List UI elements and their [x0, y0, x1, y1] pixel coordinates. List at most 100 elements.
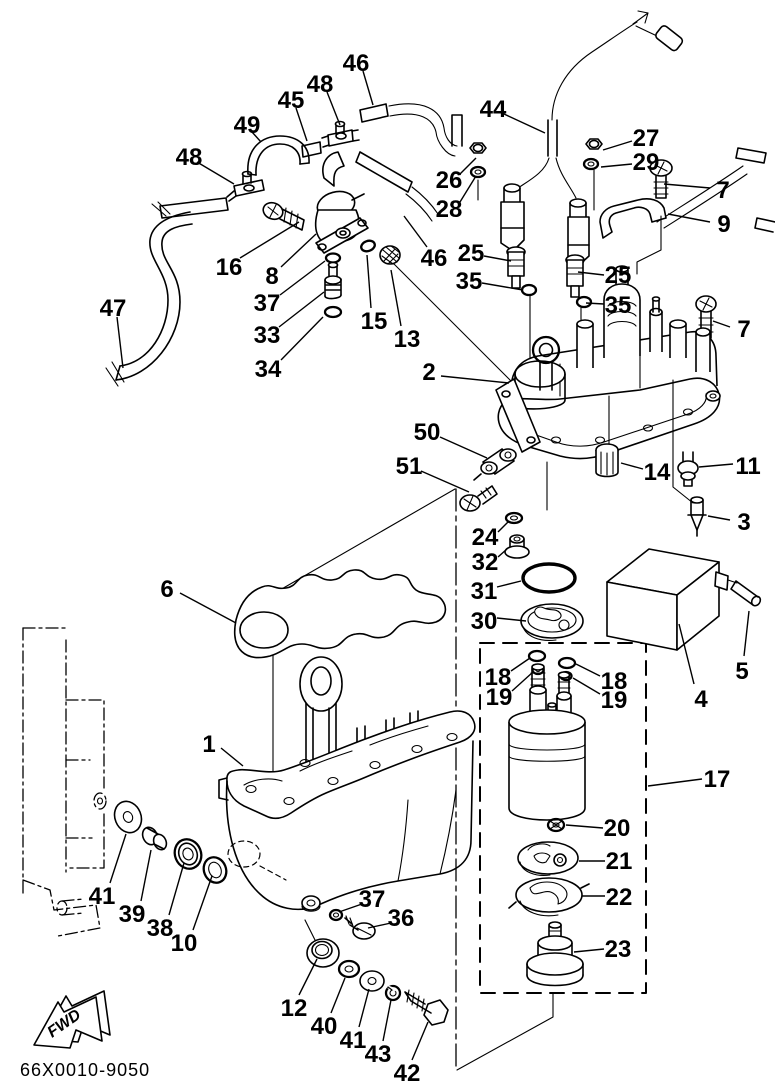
leader-line-24	[497, 520, 510, 533]
tube-45	[301, 141, 322, 158]
part-number-14: 14	[644, 459, 671, 486]
part-number-46-mid: 46	[421, 245, 448, 272]
part-number-18-left: 18	[485, 664, 512, 691]
part-number-2: 2	[422, 359, 435, 386]
leader-line-18-right	[575, 663, 601, 677]
part-number-47: 47	[100, 295, 127, 322]
leader-line-8	[280, 233, 317, 268]
part-callout-16: 16	[216, 221, 300, 281]
part-number-15: 15	[361, 308, 388, 335]
part-callout-2: 2	[422, 359, 510, 386]
part-callout-50: 50	[414, 419, 488, 459]
part-number-18-right: 18	[601, 668, 628, 695]
part-number-49: 49	[234, 112, 261, 139]
leader-line-15	[366, 254, 372, 309]
part-number-36: 36	[388, 905, 415, 932]
part-number-48-left: 48	[176, 144, 203, 171]
part-callout-37-top: 37	[254, 260, 326, 317]
o-ring-37-top	[324, 252, 342, 264]
part-number-37-bottom: 37	[359, 886, 386, 913]
part-callout-19-left: 19	[486, 671, 534, 711]
leader-line-17	[647, 778, 703, 787]
tube-46-top	[359, 103, 463, 157]
part-number-37-top: 37	[254, 290, 281, 317]
leader-line-48-left	[196, 161, 235, 185]
o-ring-15	[360, 239, 376, 253]
part-callout-8: 8	[265, 233, 317, 290]
part-callout-18-right: 18	[575, 663, 628, 695]
nut-27	[585, 138, 603, 150]
part-callout-46-mid: 46	[403, 215, 448, 272]
leader-line-37-bottom	[338, 903, 363, 913]
part-number-32: 32	[472, 549, 499, 576]
leader-line-10	[192, 875, 213, 931]
part-callout-11: 11	[698, 453, 761, 480]
washer-41-left	[113, 800, 143, 834]
washer-37-bottom	[328, 908, 344, 922]
case-1	[218, 656, 476, 911]
part-number-41-left: 41	[89, 883, 116, 910]
part-callout-32: 32	[472, 548, 508, 576]
bolt-42	[404, 989, 449, 1026]
part-number-33: 33	[254, 322, 281, 349]
washer-24	[504, 511, 524, 525]
part-number-31: 31	[471, 578, 498, 605]
leader-line-18-left	[510, 657, 531, 672]
part-number-19-left: 19	[486, 684, 513, 711]
part-callout-25-right: 25	[577, 262, 632, 289]
part-number-48-top: 48	[307, 71, 334, 98]
leader-line-5	[743, 610, 750, 657]
hose-47	[105, 211, 193, 387]
bolt-51	[459, 485, 498, 512]
part-callout-5: 5	[735, 610, 750, 685]
part-number-13: 13	[394, 326, 421, 353]
cap-14	[595, 443, 619, 478]
part-number-29: 29	[633, 149, 660, 176]
part-number-28: 28	[436, 196, 463, 223]
leader-line-34	[280, 316, 324, 361]
part-callout-15: 15	[361, 254, 388, 335]
tube-46-topright	[735, 147, 775, 233]
leader-line-19-left	[511, 671, 534, 692]
part-callout-49: 49	[234, 112, 262, 143]
part-callout-3: 3	[707, 509, 751, 536]
leader-line-12	[298, 958, 318, 996]
part-number-17: 17	[704, 766, 731, 793]
part-number-7-top: 7	[716, 177, 729, 204]
leader-line-44	[503, 113, 546, 134]
part-number-21: 21	[606, 848, 633, 875]
part-number-9: 9	[717, 211, 730, 238]
part-callout-41-left: 41	[89, 833, 127, 910]
part-callout-51: 51	[396, 453, 470, 493]
part-number-25-right: 25	[605, 262, 632, 289]
leader-line-33	[278, 291, 325, 328]
part-callout-44: 44	[480, 96, 546, 134]
part-number-7-right: 7	[737, 316, 750, 343]
part-number-35-left: 35	[456, 268, 483, 295]
part-callout-1: 1	[202, 731, 244, 767]
leader-line-2	[440, 375, 510, 384]
part-number-8: 8	[265, 263, 278, 290]
bolt-16	[262, 201, 305, 231]
part-number-44: 44	[480, 96, 507, 123]
leader-line-43	[382, 999, 392, 1042]
leader-line-4	[678, 623, 695, 685]
part-number-26: 26	[436, 167, 463, 194]
phantom-engine-block	[22, 627, 107, 937]
leader-line-3	[707, 515, 731, 521]
leader-line-46-top	[362, 70, 374, 106]
cup-32	[504, 534, 530, 559]
part-callout-24: 24	[472, 520, 510, 551]
part-number-24: 24	[472, 524, 499, 551]
part-number-45: 45	[278, 87, 305, 114]
part-number-41-bottom: 41	[340, 1027, 367, 1054]
spacer-39	[141, 826, 168, 851]
fuel-cock-8	[314, 151, 369, 254]
wire-harness-44	[517, 10, 684, 199]
thermo-unit-left	[500, 183, 525, 259]
part-callout-42: 42	[394, 1021, 429, 1087]
filter-33	[324, 261, 342, 300]
washer-41-bottom	[359, 970, 385, 992]
leader-line-19-right	[572, 677, 601, 695]
